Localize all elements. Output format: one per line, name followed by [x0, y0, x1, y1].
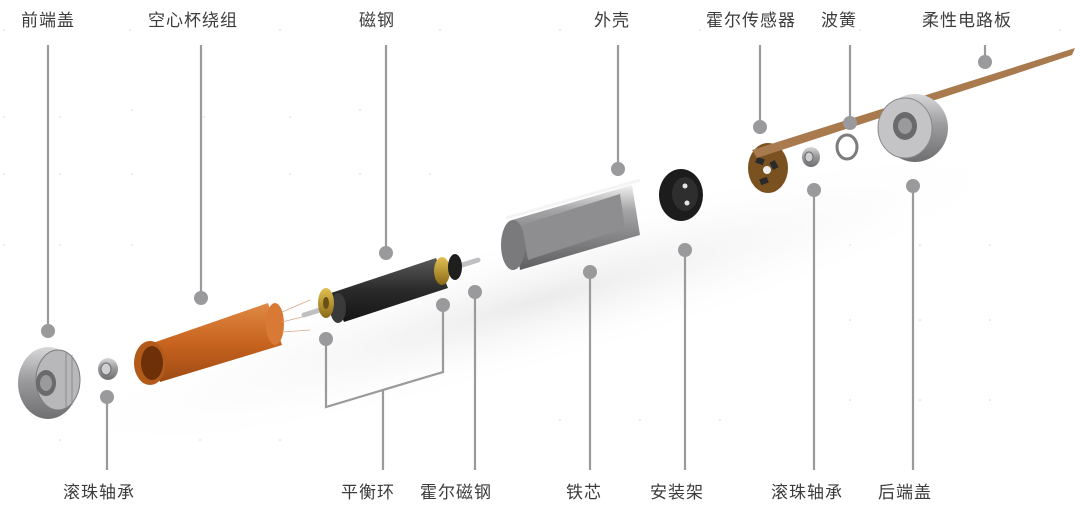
label-front-end-cap: 前端盖 — [21, 11, 75, 31]
leader-lines — [41, 45, 992, 470]
label-magnet: 磁钢 — [359, 11, 395, 31]
mounting-bracket-part — [659, 169, 703, 221]
label-ball-bearing-front: 滚珠轴承 — [63, 483, 135, 503]
label-coreless-winding: 空心杯绕组 — [148, 11, 238, 31]
assembly-shadow — [39, 141, 1041, 459]
background-dot-grid — [3, 29, 1061, 441]
wave-spring-part — [835, 133, 859, 161]
label-mounting-bracket: 安装架 — [650, 483, 704, 503]
label-flex-pcb: 柔性电路板 — [922, 11, 1012, 31]
rear-end-cap-part — [877, 94, 948, 162]
label-iron-core: 铁芯 — [566, 483, 602, 503]
label-ball-bearing-rear: 滚珠轴承 — [771, 483, 843, 503]
label-balance-ring: 平衡环 — [341, 483, 395, 503]
rotor-assembly-part — [301, 254, 481, 323]
front-end-cap-part — [18, 347, 81, 419]
rear-ball-bearing-part — [802, 147, 820, 167]
iron-core-housing-part — [501, 178, 641, 270]
front-ball-bearing-part — [98, 358, 118, 380]
label-hall-sensor: 霍尔传感器 — [706, 11, 796, 31]
coreless-winding-part — [134, 299, 311, 385]
label-wave-spring: 波簧 — [821, 11, 857, 31]
label-rear-end-cap: 后端盖 — [878, 483, 932, 503]
label-housing: 外壳 — [594, 11, 630, 31]
label-hall-magnet: 霍尔磁钢 — [420, 483, 492, 503]
